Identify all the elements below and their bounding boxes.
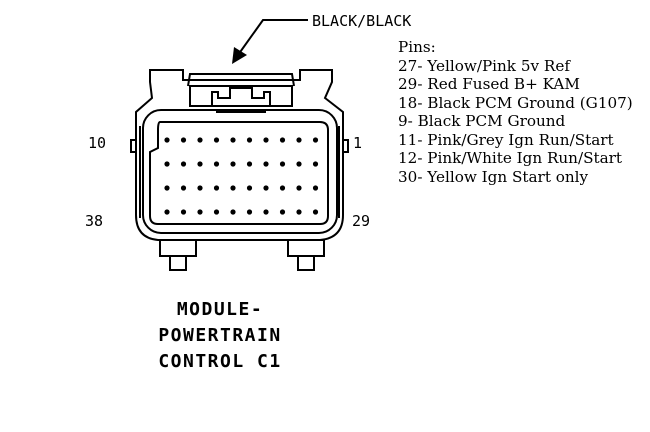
pin-cavity (213, 185, 220, 191)
pin-cavity (230, 185, 236, 191)
pin-cavity (263, 137, 269, 143)
pin-list: Pins: 27- Yellow/Pink 5v Ref 29- Red Fus… (398, 38, 633, 186)
pin-cavity (197, 137, 203, 143)
pin-label-bottom-right: 29 (352, 212, 370, 230)
title-line: MODULE- (176, 299, 264, 320)
pin-cavity (312, 161, 319, 167)
pin-cavity (296, 209, 302, 215)
pin-cavity (296, 137, 302, 143)
pin-label-bottom-left: 38 (85, 212, 103, 230)
pin-list-item: 30- Yellow Ign Start only (398, 167, 589, 186)
pin-cavity (164, 185, 170, 191)
title-line: CONTROL C1 (158, 351, 282, 372)
pin-cavity (230, 161, 236, 167)
pin-list-item: 18- Black PCM Ground (G107) (398, 93, 633, 112)
pin-cavity (213, 161, 220, 167)
pin-cavity (279, 161, 286, 167)
connector-color-label: BLACK/BLACK (312, 12, 411, 30)
pin-cavity (312, 209, 319, 215)
pin-cavity (263, 161, 269, 167)
pin-list-item: 29- Red Fused B+ KAM (398, 75, 580, 93)
pin-list-item: 12- Pink/White Ign Run/Start (398, 149, 623, 167)
pin-cavity (213, 209, 220, 215)
pin-cavity (263, 209, 269, 215)
connector-title: MODULE- POWERTRAIN CONTROL C1 (130, 297, 310, 375)
pin-cavities (164, 137, 319, 215)
pin-cavity (230, 209, 236, 215)
pin-cavity (263, 185, 269, 191)
pin-cavity (197, 161, 203, 167)
leader-line (237, 19, 308, 56)
pin-cavity (296, 161, 302, 167)
pin-cavity (164, 161, 170, 167)
pin-cavity (279, 185, 286, 191)
pin-label-top-right: 1 (353, 134, 362, 152)
pin-label-top-left: 10 (88, 134, 106, 152)
pin-cavity (279, 209, 286, 215)
pin-cavity (312, 137, 319, 143)
pin-list-heading: Pins: (398, 38, 436, 56)
pin-cavity (180, 185, 187, 191)
pin-list-item: 11- Pink/Grey Ign Run/Start (398, 130, 614, 149)
pin-cavity (230, 137, 236, 143)
pin-list-item: 27- Yellow/Pink 5v Ref (398, 56, 570, 75)
pin-cavity (197, 209, 203, 215)
title-line: POWERTRAIN (158, 325, 282, 346)
pin-list-item: 9- Black PCM Ground (398, 112, 566, 130)
pin-cavity (164, 137, 170, 143)
pin-cavity (180, 137, 187, 143)
leader-arrowhead (232, 47, 247, 64)
pin-cavity (180, 161, 187, 167)
pin-cavity (246, 185, 253, 191)
pin-cavity (296, 185, 302, 191)
pin-cavity (246, 161, 253, 167)
pin-cavity (180, 209, 187, 215)
pin-cavity (246, 209, 253, 215)
connector-body (130, 69, 349, 271)
pin-cavity (246, 137, 253, 143)
pin-cavity (279, 137, 286, 143)
pin-cavity (213, 137, 220, 143)
pin-cavity (312, 185, 319, 191)
pin-cavity (164, 209, 170, 215)
pin-cavity (197, 185, 203, 191)
